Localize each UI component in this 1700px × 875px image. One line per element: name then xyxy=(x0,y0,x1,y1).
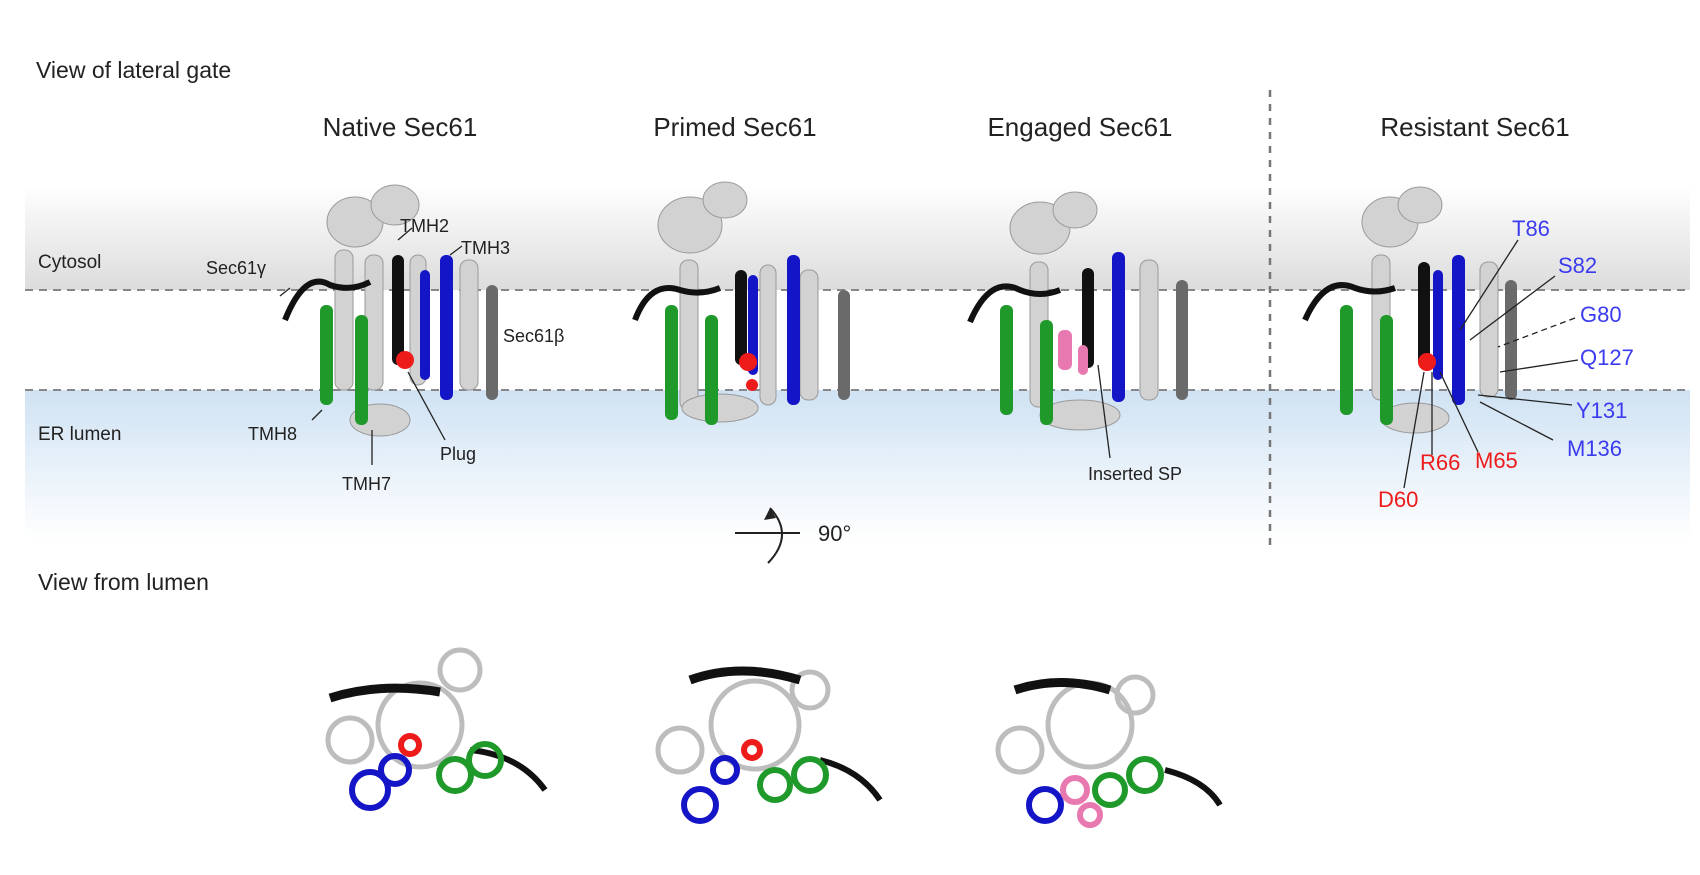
panel-title-engaged: Engaged Sec61 xyxy=(987,112,1172,142)
label-tmh3: TMH3 xyxy=(461,238,510,258)
section-title-lateral: View of lateral gate xyxy=(36,57,231,83)
engaged-sec61-structure xyxy=(967,191,1188,431)
primed-sec61-structure xyxy=(632,181,850,425)
engaged-lumen-view xyxy=(995,674,1223,828)
primed-lumen-view xyxy=(655,666,883,824)
residue-d60: D60 xyxy=(1378,487,1418,512)
panel-title-native: Native Sec61 xyxy=(323,112,478,142)
residue-y131: Y131 xyxy=(1576,398,1627,423)
native-sec61-structure xyxy=(282,184,498,437)
residue-r66: R66 xyxy=(1420,450,1460,475)
rotation-indicator xyxy=(735,507,800,564)
label-inserted-sp: Inserted SP xyxy=(1088,464,1182,484)
rotation-label: 90° xyxy=(818,521,851,546)
native-lumen-view xyxy=(325,647,548,811)
region-label-er-lumen: ER lumen xyxy=(38,424,121,445)
membrane-band xyxy=(25,290,1690,390)
label-tmh2: TMH2 xyxy=(400,216,449,236)
residue-s82: S82 xyxy=(1558,253,1597,278)
leader-inserted-sp xyxy=(1097,364,1111,459)
residue-q127: Q127 xyxy=(1580,345,1634,370)
label-tmh8: TMH8 xyxy=(248,424,297,444)
panel-title-resistant: Resistant Sec61 xyxy=(1380,112,1569,142)
panel-title-primed: Primed Sec61 xyxy=(653,112,816,142)
label-sec61-gamma: Sec61γ xyxy=(206,258,266,278)
label-sec61-beta: Sec61β xyxy=(503,326,564,346)
label-tmh7: TMH7 xyxy=(342,474,391,494)
resistant-sec61-structure xyxy=(1302,186,1517,434)
native-leader-lines xyxy=(279,227,463,465)
resistant-leader-lines xyxy=(1403,239,1579,489)
section-title-lumen: View from lumen xyxy=(38,569,209,595)
label-plug: Plug xyxy=(440,444,476,464)
region-label-cytosol: Cytosol xyxy=(38,252,101,273)
residue-g80: G80 xyxy=(1580,302,1622,327)
residue-t86: T86 xyxy=(1512,216,1550,241)
residue-m136: M136 xyxy=(1567,436,1622,461)
residue-m65: M65 xyxy=(1475,448,1518,473)
